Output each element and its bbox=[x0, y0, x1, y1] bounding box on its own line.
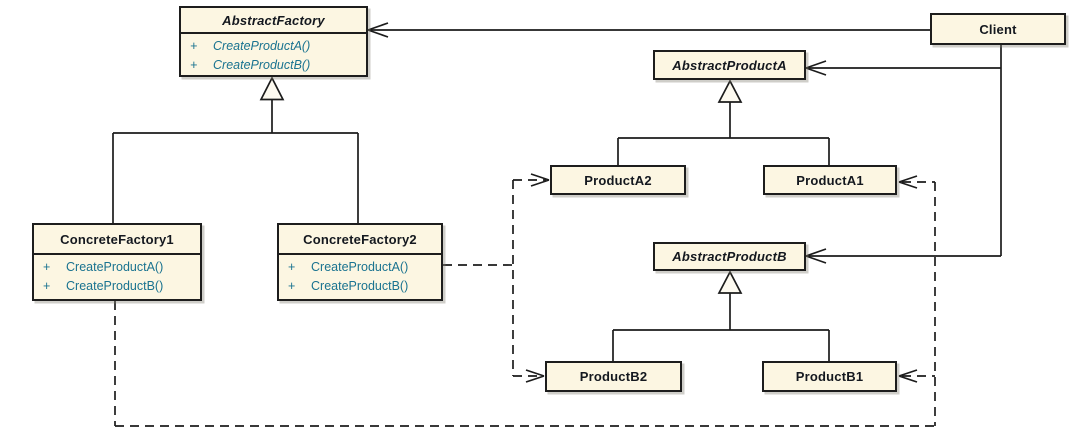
class-producta1[interactable]: ProductA1 bbox=[763, 165, 897, 195]
method-row: + CreateProductB() bbox=[43, 279, 164, 293]
class-title: AbstractFactory bbox=[181, 8, 366, 34]
class-title: ProductB1 bbox=[795, 369, 864, 384]
generalization-triangle bbox=[717, 270, 743, 294]
open-arrowhead bbox=[367, 22, 389, 38]
generalization-products-b bbox=[612, 293, 830, 361]
generalization-triangle bbox=[259, 76, 285, 101]
open-arrowhead bbox=[530, 173, 550, 187]
open-arrowhead bbox=[805, 248, 827, 264]
class-title: ProductB2 bbox=[579, 369, 648, 384]
method-row: + CreateProductA() bbox=[288, 260, 409, 274]
open-arrowhead bbox=[805, 60, 827, 76]
method-row: + CreateProductA() bbox=[190, 39, 311, 53]
generalization-factories bbox=[112, 99, 359, 223]
class-title: ConcreteFactory2 bbox=[279, 225, 441, 255]
class-concretefactory1[interactable]: ConcreteFactory1 + CreateProductA() + Cr… bbox=[32, 223, 202, 301]
class-title: AbstractProductA bbox=[672, 57, 787, 73]
class-abstractfactory[interactable]: AbstractFactory + CreateProductA() + Cre… bbox=[179, 6, 368, 77]
class-abstractproducta[interactable]: AbstractProductA bbox=[653, 50, 806, 80]
generalization-triangle bbox=[717, 79, 743, 103]
method-compartment: + CreateProductA() + CreateProductB() bbox=[181, 34, 366, 75]
class-client[interactable]: Client bbox=[930, 13, 1066, 45]
class-title: ProductA2 bbox=[584, 172, 652, 188]
class-producta2[interactable]: ProductA2 bbox=[550, 165, 686, 195]
class-title: AbstractProductB bbox=[672, 249, 787, 264]
class-productb1[interactable]: ProductB1 bbox=[762, 361, 897, 392]
open-arrowhead bbox=[525, 369, 545, 383]
class-title: ConcreteFactory1 bbox=[34, 225, 200, 255]
method-compartment: + CreateProductA() + CreateProductB() bbox=[34, 255, 200, 296]
class-title: ProductA1 bbox=[796, 172, 864, 188]
open-arrowhead bbox=[898, 369, 918, 383]
class-abstractproductb[interactable]: AbstractProductB bbox=[653, 242, 806, 271]
open-arrowhead bbox=[898, 175, 918, 189]
class-concretefactory2[interactable]: ConcreteFactory2 + CreateProductA() + Cr… bbox=[277, 223, 443, 301]
method-row: + CreateProductB() bbox=[190, 58, 311, 72]
class-productb2[interactable]: ProductB2 bbox=[545, 361, 682, 392]
generalization-products-a bbox=[617, 102, 830, 165]
method-row: + CreateProductA() bbox=[43, 260, 164, 274]
method-row: + CreateProductB() bbox=[288, 279, 409, 293]
method-compartment: + CreateProductA() + CreateProductB() bbox=[279, 255, 441, 296]
class-title: Client bbox=[979, 21, 1017, 37]
